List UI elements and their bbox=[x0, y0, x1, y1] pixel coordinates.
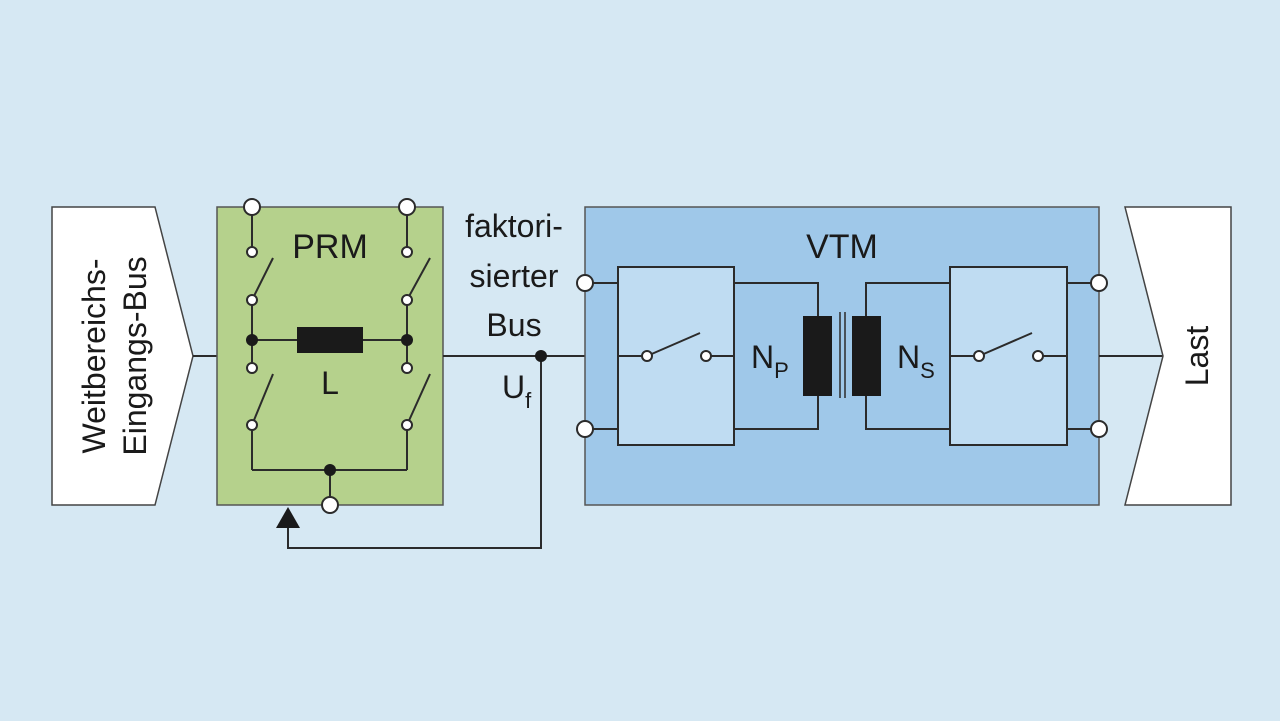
vtm-block: VTM NP NS bbox=[576, 206, 1108, 506]
load-block: Last bbox=[1124, 206, 1232, 506]
load-arrow bbox=[1124, 206, 1232, 506]
primary-winding bbox=[803, 316, 832, 396]
bus-label-line1: faktori- bbox=[465, 208, 563, 244]
inductor bbox=[297, 327, 363, 353]
primary-turns-label: NP bbox=[751, 339, 789, 383]
secondary-winding bbox=[852, 316, 881, 396]
bus-label-line2: sierter bbox=[470, 258, 559, 294]
bus-label-line3: Bus bbox=[486, 307, 541, 343]
input-bus-label-line2: Eingangs-Bus bbox=[117, 256, 153, 455]
input-bus-block: Weitbereichs- Eingangs-Bus bbox=[51, 206, 194, 506]
load-label: Last bbox=[1179, 326, 1215, 387]
vtm-title: VTM bbox=[806, 228, 878, 266]
inductor-label: L bbox=[321, 365, 339, 401]
input-bus-label-line1: Weitbereichs- bbox=[76, 258, 112, 453]
prm-block: PRM L bbox=[216, 198, 444, 514]
secondary-turns-label: NS bbox=[897, 339, 935, 383]
feedback-arrow bbox=[276, 507, 300, 528]
factorized-bus bbox=[287, 355, 585, 549]
bus-node bbox=[535, 350, 547, 362]
bus-voltage-label: Uf bbox=[502, 369, 532, 413]
prm-title: PRM bbox=[292, 228, 368, 266]
input-bus-arrow bbox=[51, 206, 194, 506]
